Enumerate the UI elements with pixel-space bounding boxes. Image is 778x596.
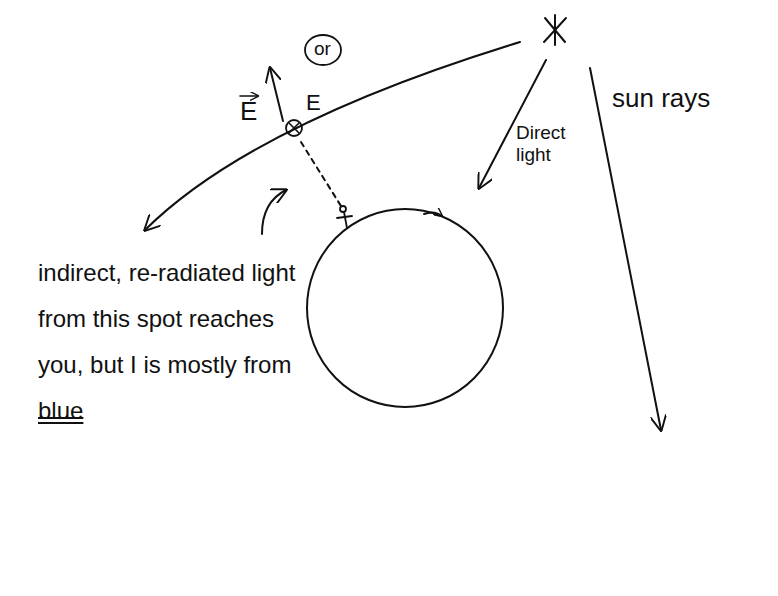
note-text: indirect, re-radiated light from this sp…: [38, 250, 300, 434]
observer-figure: [337, 206, 352, 228]
sun-rays-arrow: [590, 68, 661, 430]
sun-star: [544, 15, 566, 45]
e-field-vector: [270, 68, 283, 121]
direct-light-label: Direct light: [516, 122, 576, 166]
sight-line: [301, 142, 341, 206]
field-label: E: [240, 97, 257, 127]
pointer-arrow: [262, 190, 286, 234]
tangent-line: [145, 42, 520, 230]
rotation-mark: [424, 212, 442, 216]
earth-circle: [307, 209, 503, 407]
into-page-symbol: [286, 120, 302, 136]
field-label: E: [306, 90, 321, 115]
sun-rays-label: sun rays: [612, 84, 710, 114]
or-label: or: [314, 38, 331, 60]
or-circle: [305, 35, 341, 65]
